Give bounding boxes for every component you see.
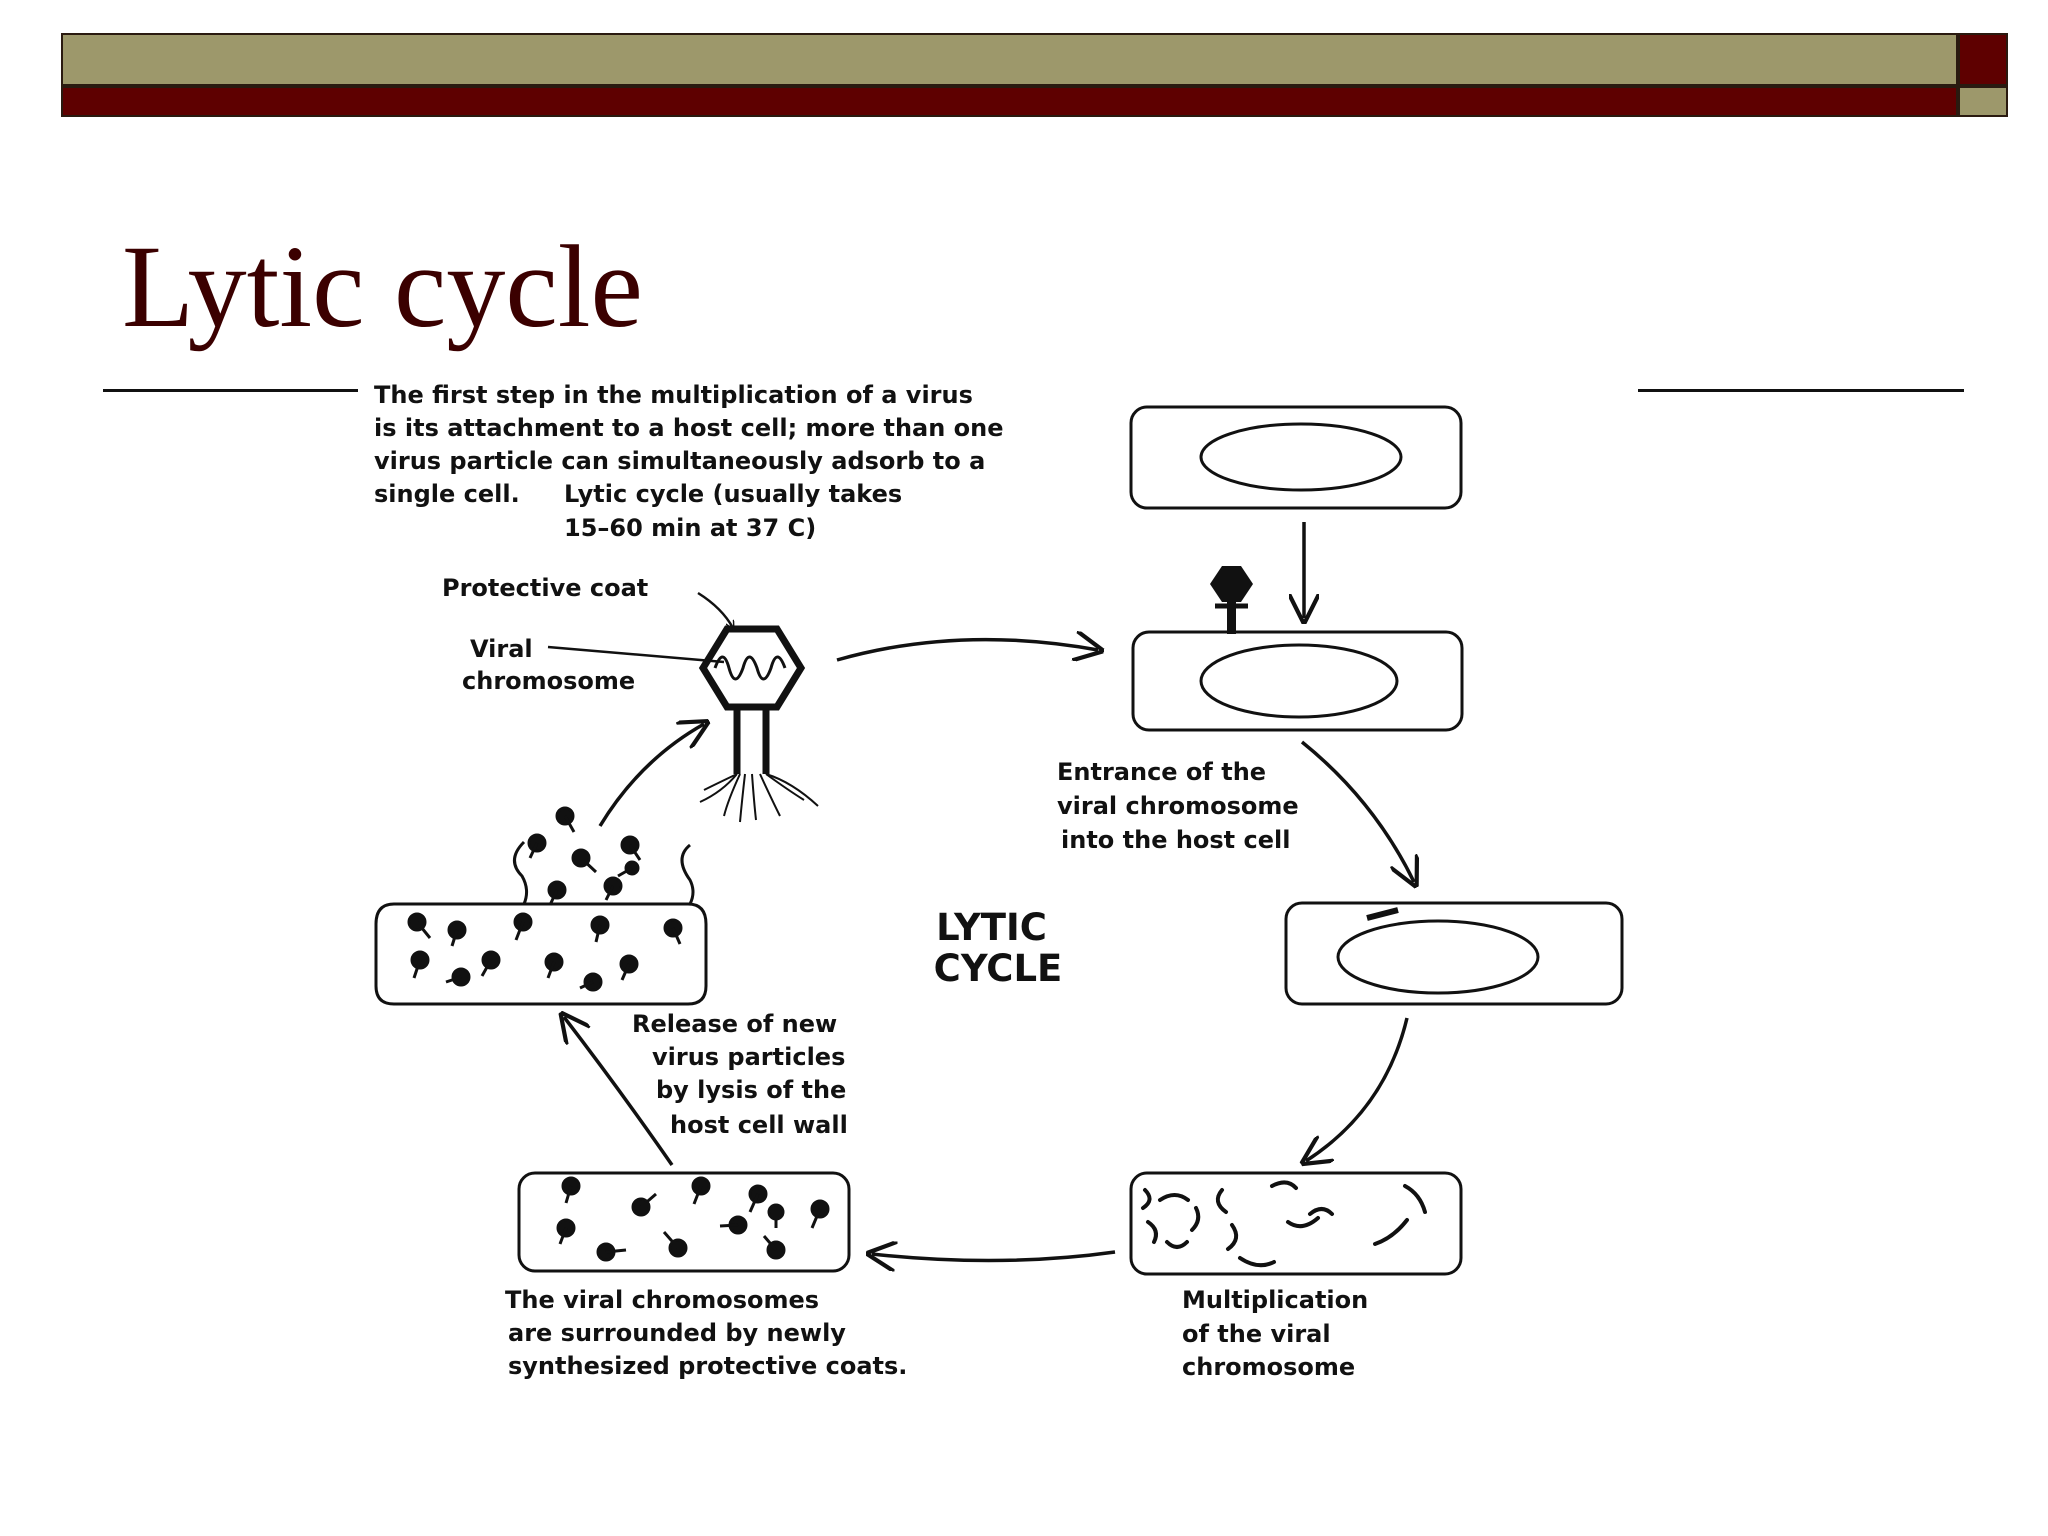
intro-line-2: is its attachment to a host cell; more t… (374, 414, 1004, 442)
arrow-to-assembly (872, 1252, 1116, 1261)
slide-title: Lytic cycle (122, 221, 643, 352)
viral-chromosome-label: Viral chromosome (462, 635, 635, 695)
header-corner-maroon (1958, 33, 2008, 86)
cycle-duration-text: Lytic cycle (usually takes 15–60 min at … (564, 480, 911, 542)
release-label: Release of new virus particles by lysis … (632, 1010, 855, 1139)
title-rule-left (103, 389, 358, 392)
host-cell-multiplying (1129, 1171, 1463, 1276)
bacteriophage-icon (698, 625, 819, 823)
arrow-to-entrance (1300, 740, 1414, 882)
arrow-phage-to-cell (836, 640, 1098, 660)
coats-label: The viral chromosomes are surrounded by … (505, 1286, 907, 1380)
host-cell-assembly (517, 1171, 851, 1273)
arrow-to-lysis (564, 1017, 674, 1166)
lytic-cycle-center-label: LYTIC CYCLE (934, 906, 1063, 990)
host-cell-infected (1284, 901, 1624, 1006)
header-band-olive (61, 33, 1958, 86)
entrance-label: Entrance of the viral chromosome into th… (1057, 758, 1307, 854)
duration-line-2: 15–60 min at 37 C) (564, 514, 816, 542)
viral-chromosome-pointer (547, 645, 725, 664)
host-cell-lysis (374, 806, 708, 1006)
intro-text: The first step in the multiplication of … (374, 381, 1012, 508)
intro-line-3: virus particle can simultaneously adsorb… (374, 447, 985, 475)
arrow-to-multiplication (1306, 1017, 1409, 1161)
intro-line-4: single cell. (374, 480, 520, 508)
title-rule-right (1638, 389, 1964, 392)
protective-coat-label: Protective coat (442, 574, 648, 602)
multiplication-label: Multiplication of the viral chromosome (1182, 1286, 1377, 1381)
protective-coat-pointer (697, 591, 733, 628)
header-corner-olive (1958, 86, 2008, 117)
header-band-maroon (61, 86, 1958, 117)
attached-phage-icon (1210, 566, 1253, 634)
duration-line-1: Lytic cycle (usually takes (564, 480, 902, 508)
host-cell-attached (1131, 630, 1464, 732)
arrow-to-new-phage (598, 724, 704, 827)
host-cell-initial (1129, 405, 1463, 510)
intro-line-1: The first step in the multiplication of … (374, 381, 973, 409)
